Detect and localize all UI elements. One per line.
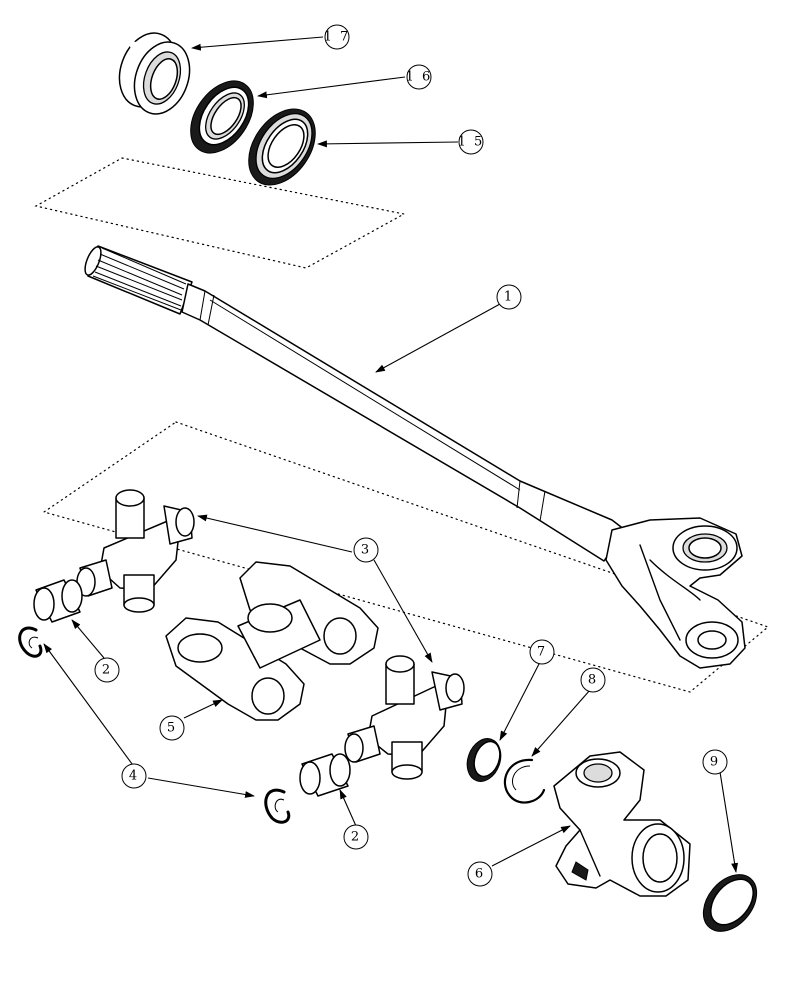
callout-7: 7 — [529, 639, 555, 665]
ring-part-7 — [466, 738, 502, 782]
callout-8: 8 — [580, 667, 606, 693]
leader-lines — [43, 36, 739, 873]
bearing-cap-part-left — [33, 579, 83, 623]
cross-journal-part-lower — [344, 655, 465, 780]
svg-text:8: 8 — [588, 673, 598, 688]
callout-17: 1 7 — [324, 24, 351, 50]
assembly-outline-bottom — [42, 421, 770, 693]
svg-text:1 7: 1 7 — [324, 30, 351, 45]
slip-yoke-part — [553, 751, 691, 897]
svg-text:2: 2 — [351, 830, 361, 845]
svg-text:9: 9 — [710, 755, 720, 770]
callout-1: 1 — [496, 284, 522, 310]
svg-text:4: 4 — [129, 769, 139, 784]
bearing-cap-part-right — [299, 753, 351, 797]
svg-text:7: 7 — [537, 645, 547, 660]
callout-9: 9 — [702, 749, 728, 775]
svg-text:3: 3 — [361, 543, 371, 558]
callout-3: 3 — [353, 537, 379, 563]
svg-text:6: 6 — [475, 867, 485, 882]
seal-part — [190, 80, 254, 154]
snap-ring-part-8 — [503, 758, 546, 804]
callout-16: 1 6 — [406, 64, 433, 90]
seal-part-outer — [248, 108, 316, 186]
seal-part-9 — [702, 874, 758, 932]
callout-4: 4 — [121, 763, 147, 789]
svg-text:2: 2 — [102, 663, 112, 678]
snap-ring-part-right — [264, 788, 291, 824]
callout-2-right: 2 — [343, 824, 369, 850]
centering-yoke-part — [165, 561, 379, 721]
svg-text:5: 5 — [167, 721, 177, 736]
callout-5: 5 — [159, 715, 185, 741]
callout-15: 1 5 — [458, 129, 485, 155]
svg-text:1: 1 — [504, 290, 514, 305]
snap-ring-part-left — [18, 626, 43, 658]
bearing-cup-part — [118, 32, 191, 115]
cross-journal-part-upper — [76, 489, 195, 613]
axle-shaft-part — [84, 245, 746, 669]
svg-text:1 6: 1 6 — [406, 70, 433, 85]
svg-text:1 5: 1 5 — [458, 135, 485, 150]
callout-2-left: 2 — [94, 657, 120, 683]
callout-6: 6 — [467, 861, 493, 887]
